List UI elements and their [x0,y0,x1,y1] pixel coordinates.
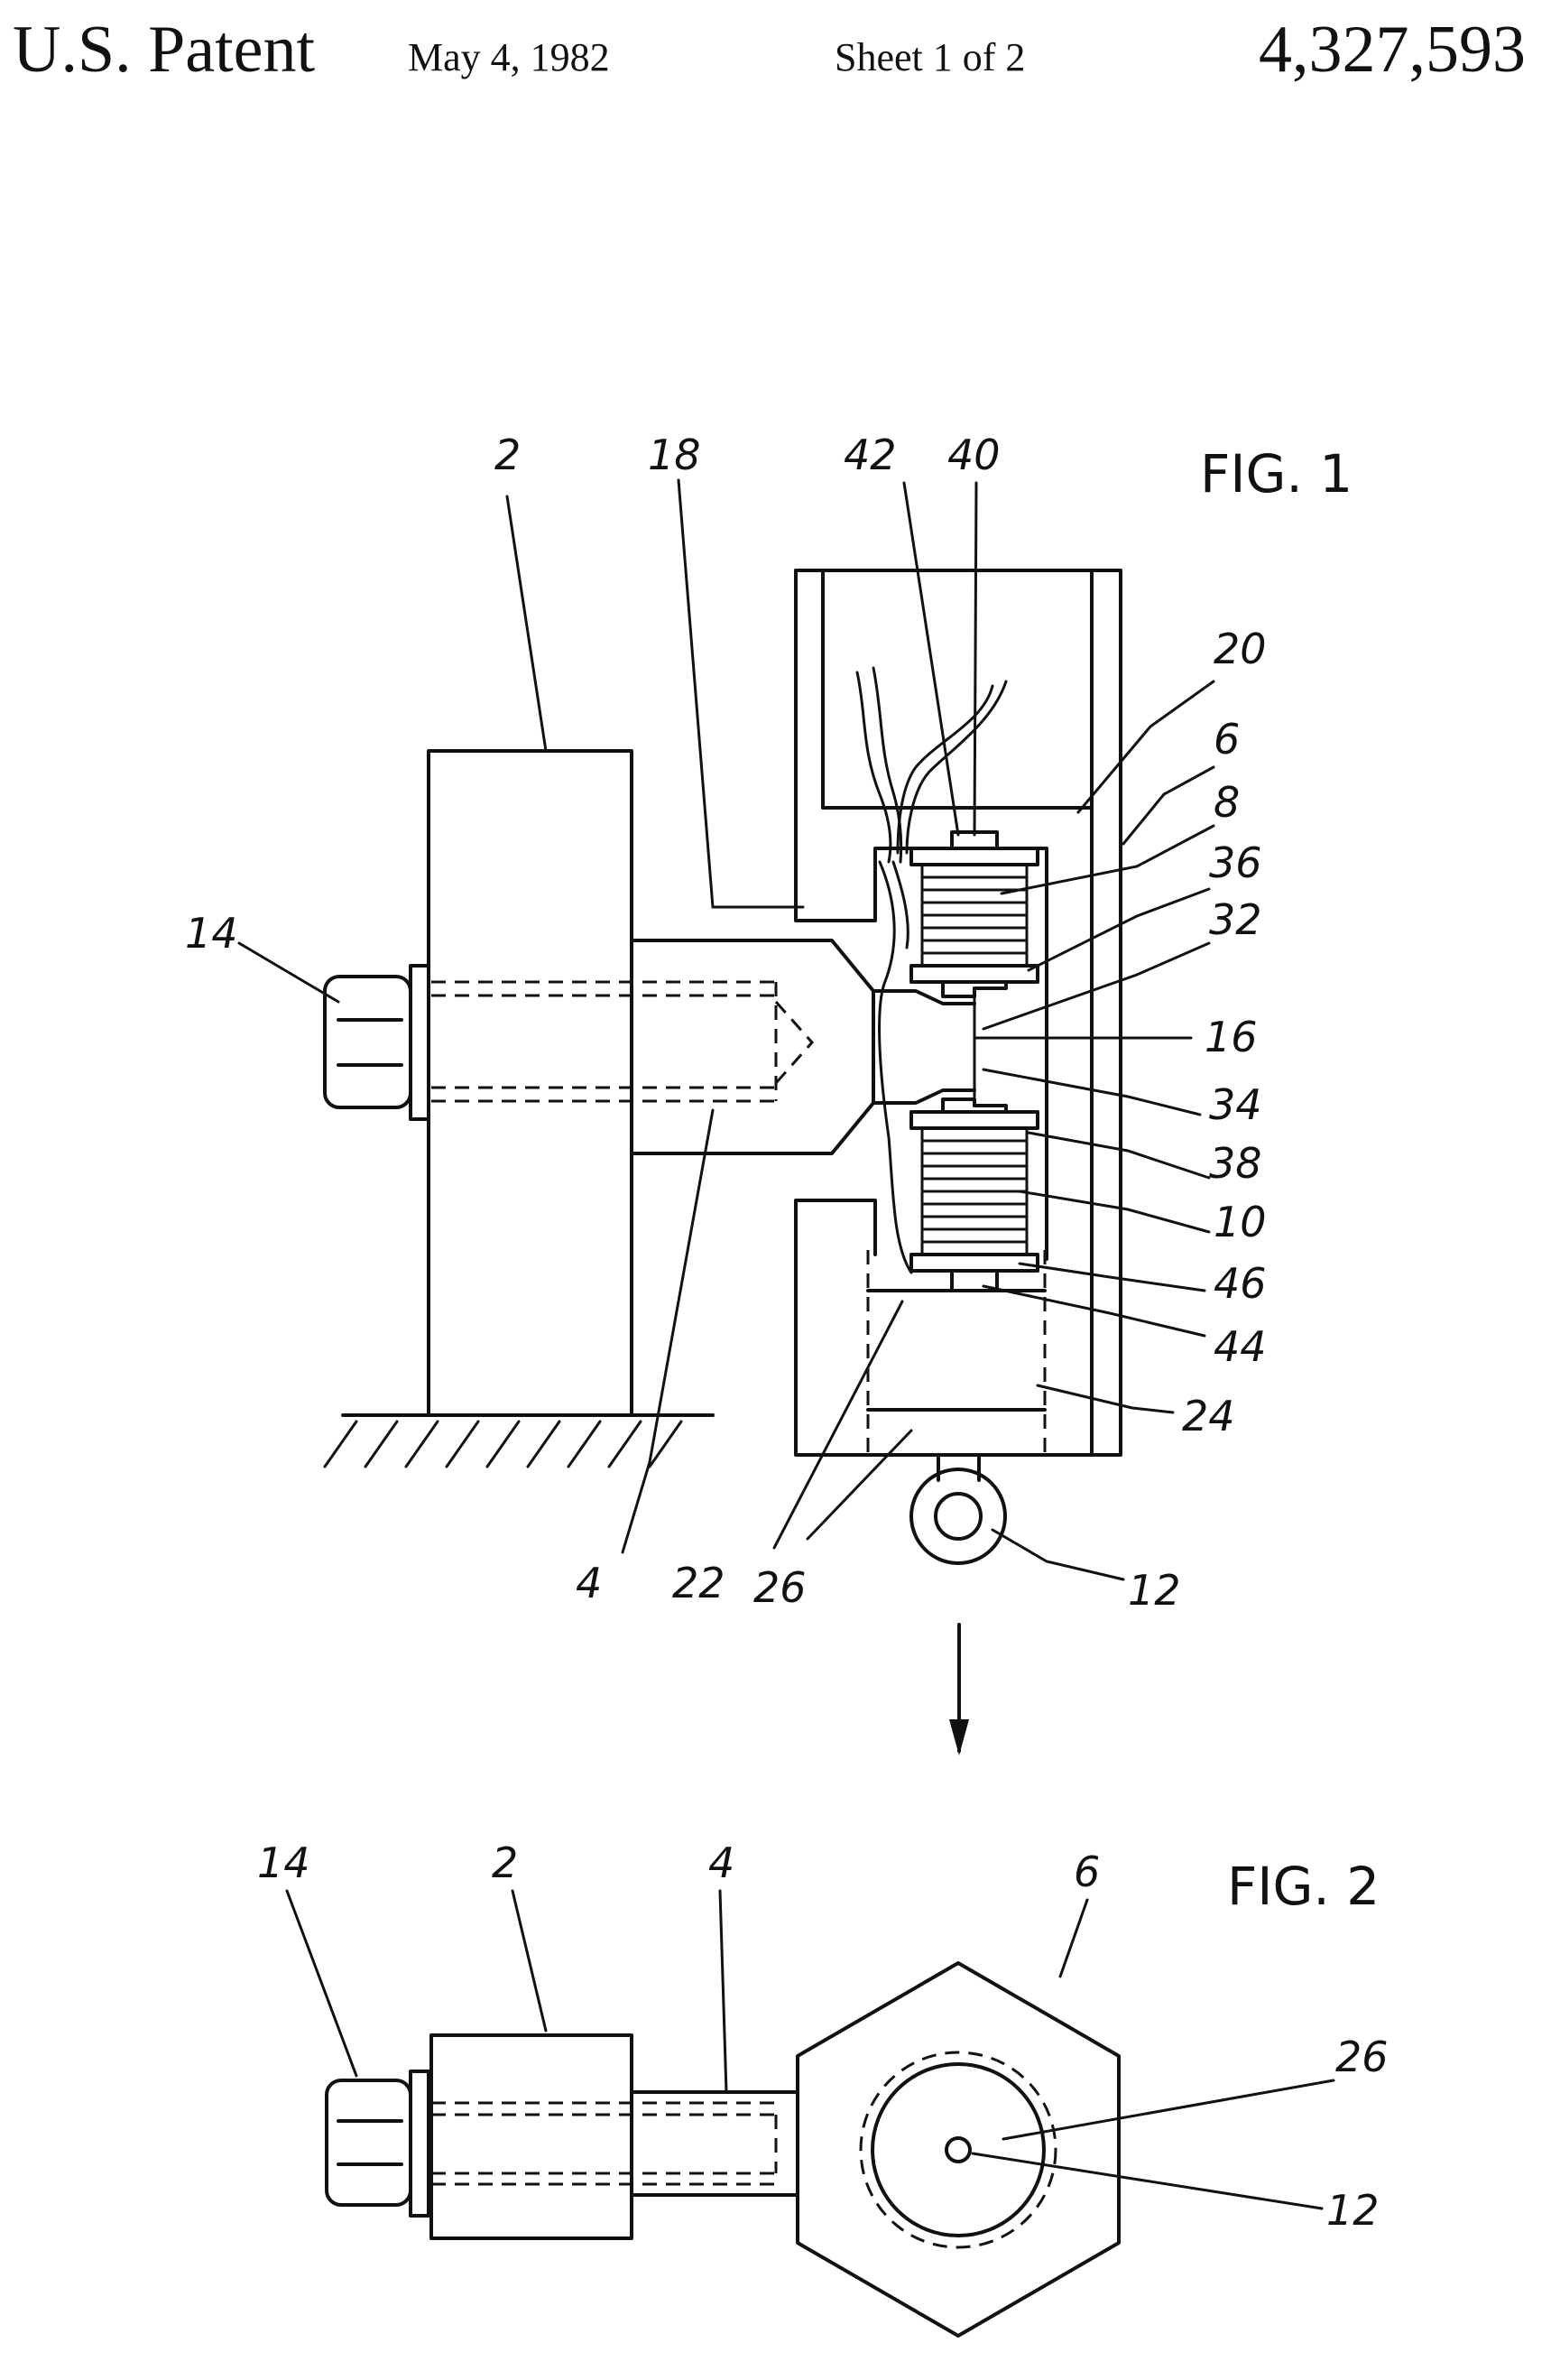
fig1-label-22: 22 [672,1559,725,1607]
fig2-label-2: 2 [492,1838,518,1887]
fig1-leader-lines [237,478,1215,1581]
fig2-hex-housing [796,1961,1121,2338]
fig2-title: FIG. 2 [1227,1856,1380,1917]
fig1-label-26: 26 [753,1563,807,1612]
fig1-eye [909,1453,1007,1565]
fig2-label-4: 4 [708,1838,734,1887]
fig1-label-14: 14 [185,909,238,958]
fig1-label-34: 34 [1209,1080,1262,1129]
fig1-lower-stack [909,1097,1039,1292]
fig1-housing [794,569,1122,1457]
fig1-nut [323,964,430,1121]
fig1-label-12: 12 [1128,1566,1181,1615]
sheet-indicator: Sheet 1 of 2 [835,35,1026,79]
figure-1: FIG. 1 [185,431,1353,1755]
sheet-header: U.S. Patent May 4, 1982 Sheet 1 of 2 4,3… [0,0,1551,99]
fig1-label-20: 20 [1214,625,1267,673]
fig1-label-2: 2 [494,431,521,479]
patent-number: 4,327,593 [1259,13,1526,87]
fig2-nut [325,2070,430,2218]
fig2-dashed-ring [859,2051,1057,2249]
fig1-label-24: 24 [1182,1392,1235,1440]
fig1-label-18: 18 [648,431,701,479]
fig1-label-10: 10 [1214,1198,1267,1246]
fig2-shaft [630,2090,800,2197]
fig1-lower-chamber [866,1250,1047,1455]
figure-2: FIG. 2 [257,1838,1389,2338]
fig1-label-40: 40 [947,431,1001,479]
fig1-bolt-bore [431,980,815,1103]
fig2-support-block [429,2033,633,2240]
patent-date: May 4, 1982 [408,35,610,79]
fig1-support-block [427,749,633,1417]
fig1-label-38: 38 [1209,1139,1262,1188]
fig1-label-6: 6 [1214,715,1240,764]
fig2-label-12: 12 [1326,2186,1380,2235]
fig1-label-36: 36 [1209,838,1262,887]
fig2-label-26: 26 [1335,2033,1389,2081]
fig2-plate [871,2062,1046,2237]
fig1-direction-arrow [949,1623,969,1755]
fig2-label-6: 6 [1074,1848,1100,1896]
fig1-wires [855,666,1008,1274]
fig1-label-8: 8 [1214,778,1240,827]
fig2-leader-lines [285,1889,1335,2210]
fig2-label-14: 14 [257,1838,310,1887]
fig1-upper-stack [909,830,1039,998]
fig1-label-44: 44 [1214,1322,1267,1371]
fig1-center-element [872,989,976,1105]
fig1-label-32: 32 [1209,895,1262,944]
fig1-title: FIG. 1 [1200,443,1353,505]
fig2-eye-center [945,2136,972,2163]
fig1-label-4: 4 [576,1559,602,1607]
patent-title: U.S. Patent [13,13,316,87]
fig1-label-46: 46 [1214,1259,1267,1308]
fig1-label-16: 16 [1205,1013,1258,1061]
fig2-bolt-bore [431,2101,778,2186]
fig1-label-42: 42 [844,431,897,479]
fig1-shaft [630,939,875,1155]
